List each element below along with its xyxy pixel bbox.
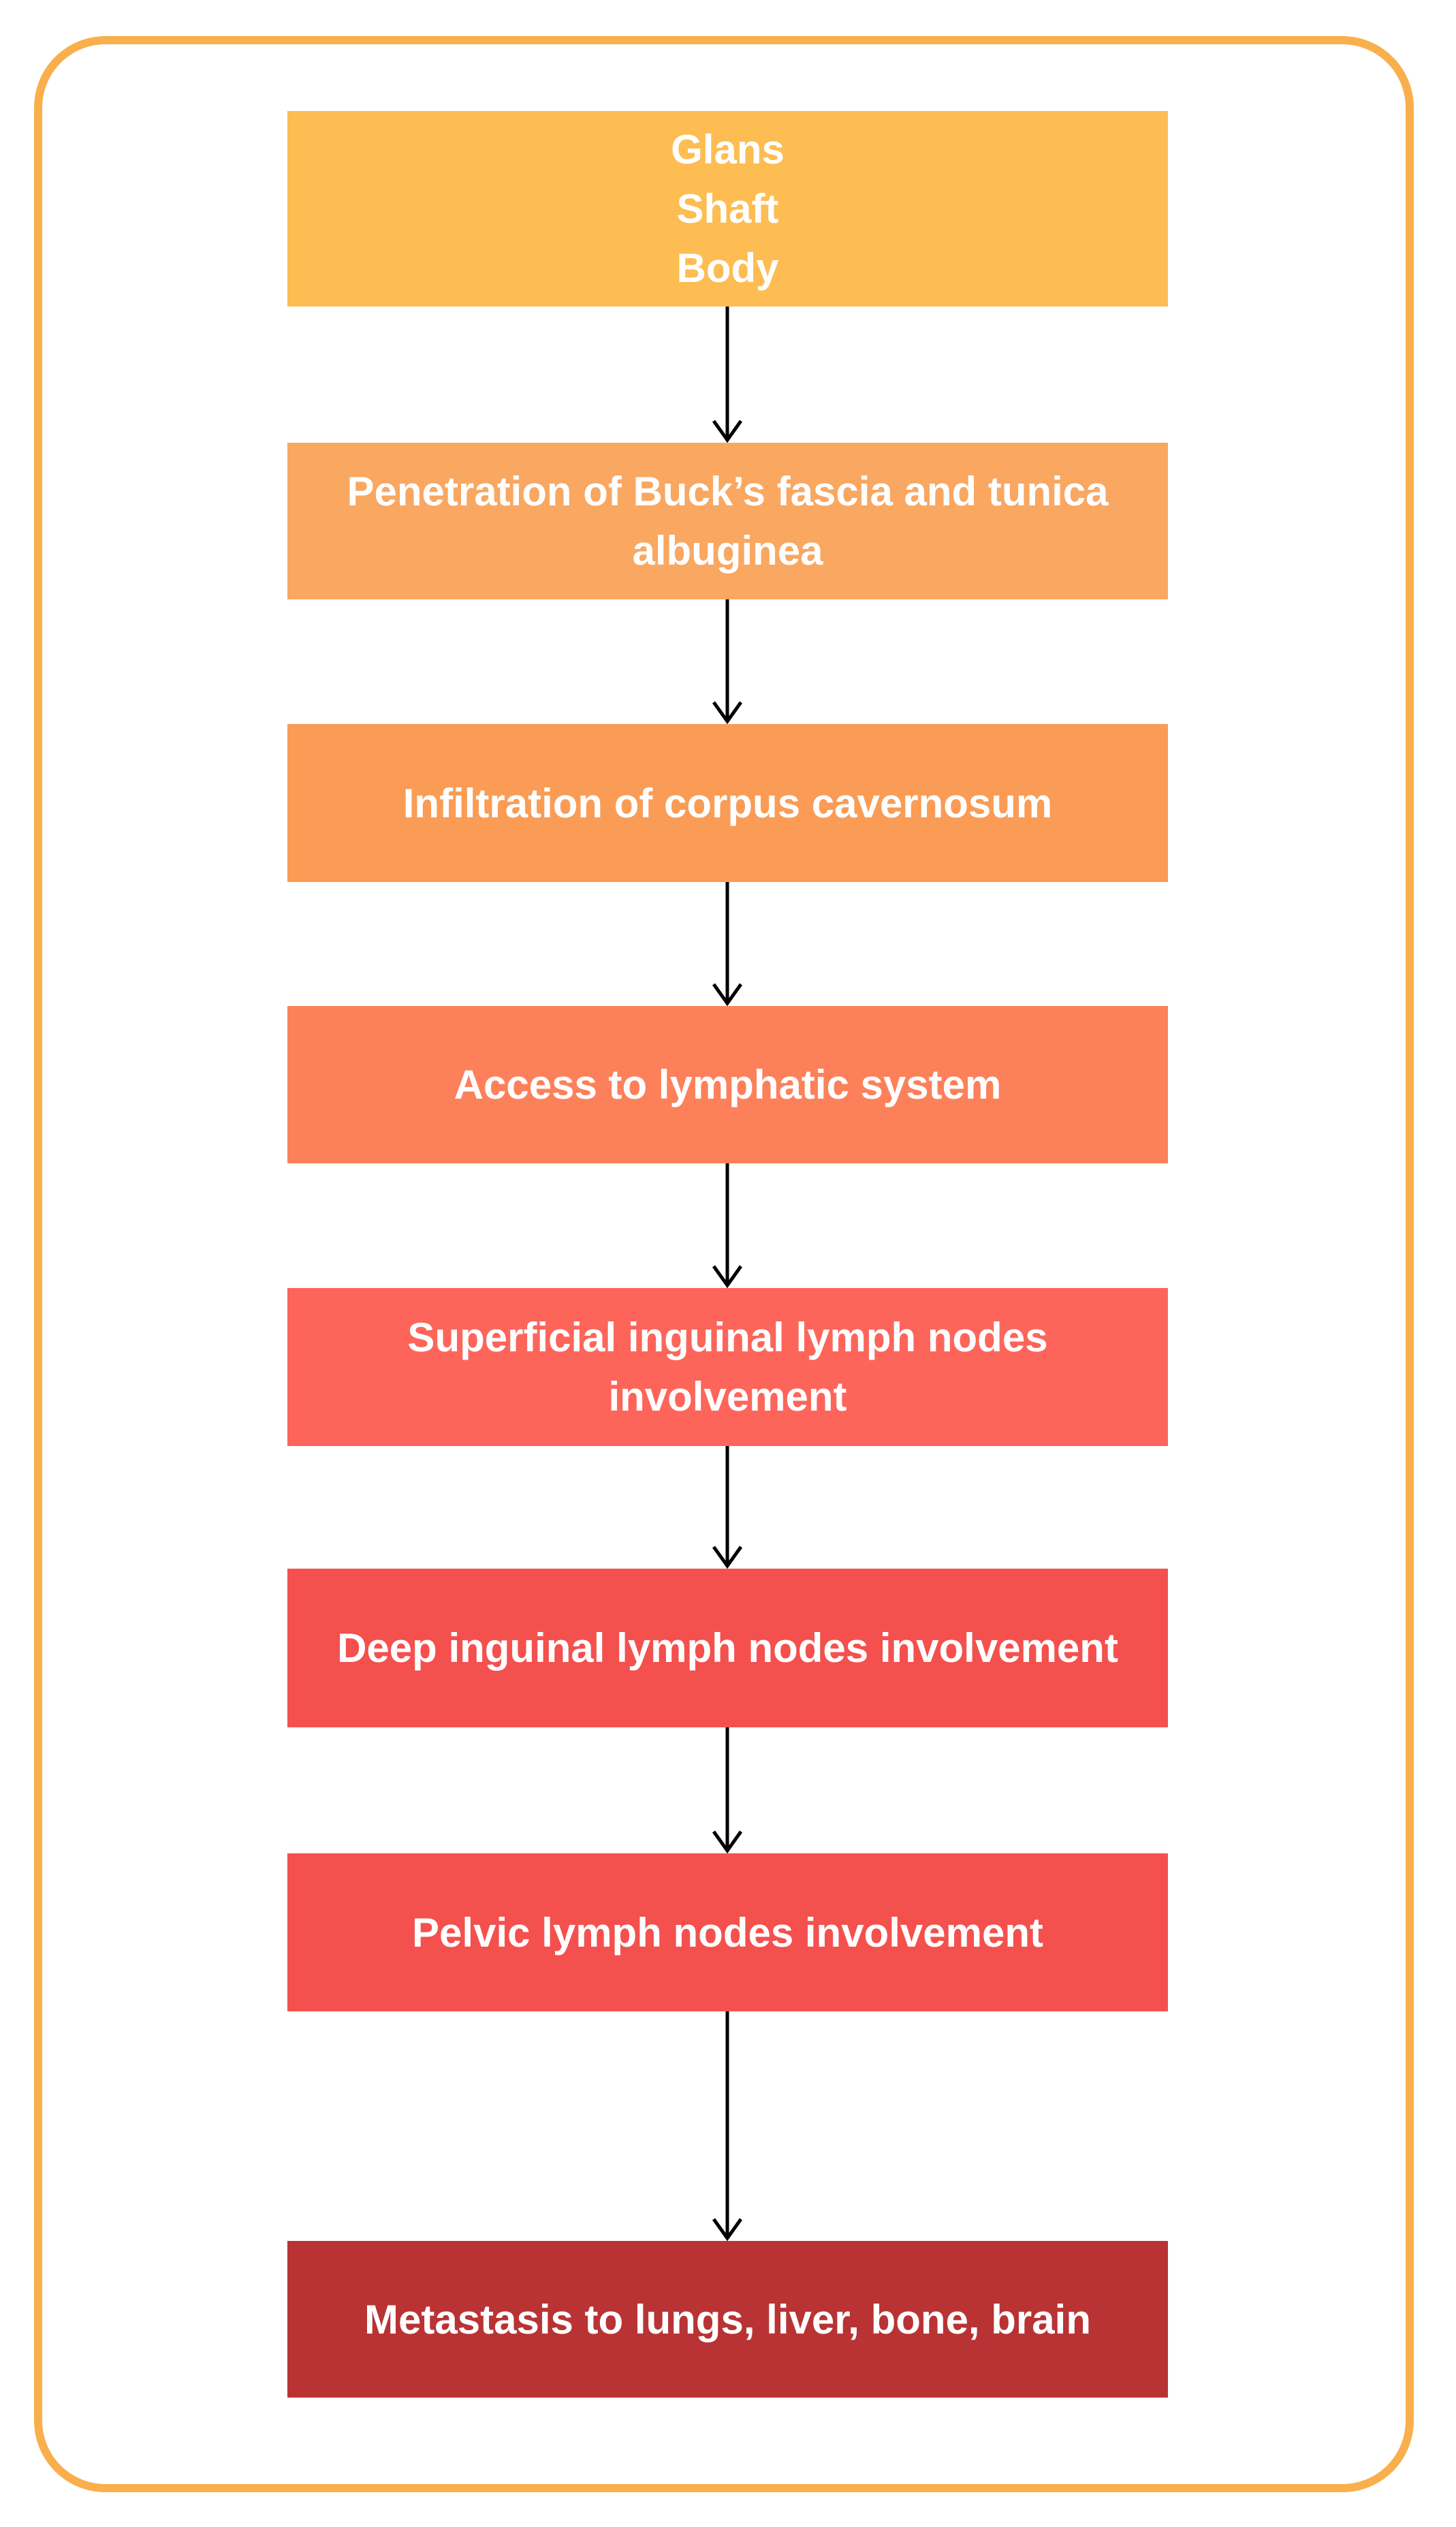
step-infiltration-corpus-cavernosum: Infiltration of corpus cavernosum xyxy=(287,724,1168,882)
arrow-head xyxy=(712,2218,743,2241)
flow-arrow-down-icon xyxy=(712,1163,743,1288)
step-label: Penetration of Buck’s fascia and tunica … xyxy=(347,469,1109,574)
step-primary-tumor-sites: Glans Shaft Body xyxy=(287,111,1168,307)
step-access-lymphatic-system: Access to lymphatic system xyxy=(287,1006,1168,1163)
step-superficial-inguinal-nodes: Superficial inguinal lymph nodes involve… xyxy=(287,1288,1168,1446)
step-label: Infiltration of corpus cavernosum xyxy=(402,780,1053,826)
flow-arrow-down-icon xyxy=(712,1727,743,1853)
step-label: Deep inguinal lymph nodes involvement xyxy=(337,1625,1118,1671)
arrow-head xyxy=(712,1265,743,1288)
step-label: Superficial inguinal lymph nodes involve… xyxy=(407,1315,1048,1419)
step-label: Pelvic lymph nodes involvement xyxy=(412,1909,1043,1956)
rounded-border-frame xyxy=(34,36,1414,2492)
flow-arrow-down-icon xyxy=(712,1446,743,1569)
arrow-head xyxy=(712,1830,743,1853)
arrow-head xyxy=(712,1545,743,1569)
flow-arrow-down-icon xyxy=(712,2011,743,2241)
flow-arrow-down-icon xyxy=(712,307,743,443)
flow-arrow-down-icon xyxy=(712,882,743,1006)
step-pelvic-nodes: Pelvic lymph nodes involvement xyxy=(287,1853,1168,2011)
arrow-head xyxy=(712,701,743,724)
arrow-head xyxy=(712,983,743,1006)
step-label: Glans Shaft Body xyxy=(671,127,785,291)
step-label: Access to lymphatic system xyxy=(454,1062,1002,1108)
step-penetration-bucks-fascia: Penetration of Buck’s fascia and tunica … xyxy=(287,443,1168,599)
arrow-head xyxy=(712,420,743,443)
flow-arrow-down-icon xyxy=(712,599,743,724)
step-distant-metastasis: Metastasis to lungs, liver, bone, brain xyxy=(287,2241,1168,2398)
step-deep-inguinal-nodes: Deep inguinal lymph nodes involvement xyxy=(287,1569,1168,1727)
step-label: Metastasis to lungs, liver, bone, brain xyxy=(364,2296,1091,2342)
